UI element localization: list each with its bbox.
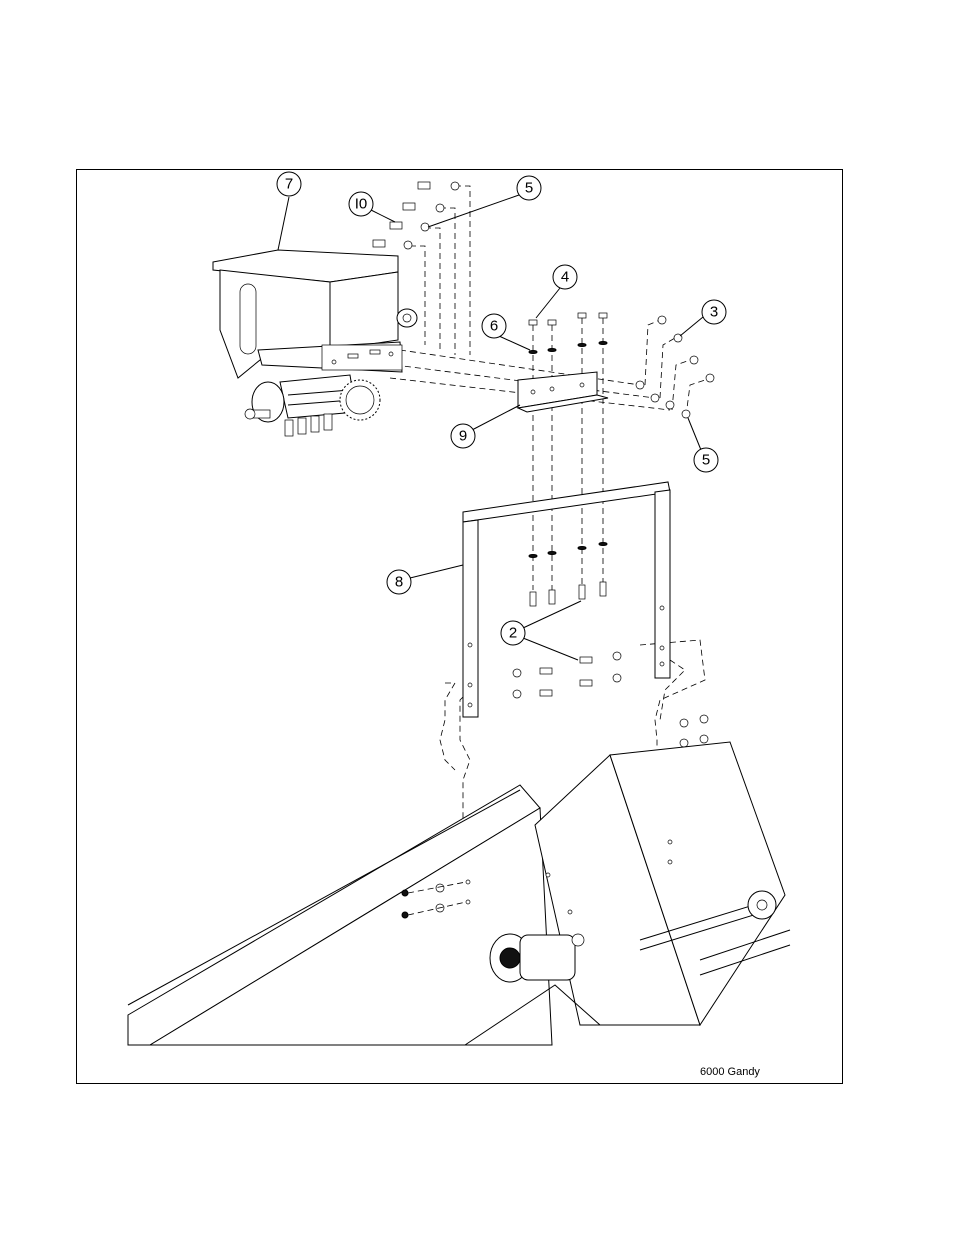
callout-7-label: 7 xyxy=(285,176,293,193)
callout-9: 9 xyxy=(451,405,520,448)
diagram-caption: 6000 Gandy xyxy=(700,1066,760,1078)
callout-2-label: 2 xyxy=(509,625,517,642)
callout-9-label: 9 xyxy=(459,428,467,445)
bolt xyxy=(403,203,444,212)
toolbar-assembly xyxy=(128,742,790,1045)
callout-6-label: 6 xyxy=(490,318,498,335)
angle-bracket xyxy=(518,372,608,412)
callout-8-label: 8 xyxy=(395,574,403,591)
callout-5-top: 5 xyxy=(428,176,541,227)
seed-hopper xyxy=(213,250,417,436)
bolt xyxy=(418,182,459,190)
callout-5-right-label: 5 xyxy=(702,452,710,469)
bolt xyxy=(390,222,429,231)
callout-2: 2 xyxy=(501,601,581,660)
mounting-frame xyxy=(463,482,670,717)
callout-5-right: 5 xyxy=(688,418,718,472)
bolt xyxy=(373,240,412,249)
callout-3-label: 3 xyxy=(710,304,718,321)
callout-10: I0 xyxy=(349,192,395,222)
callout-4: 4 xyxy=(536,265,577,318)
callout-8: 8 xyxy=(387,565,463,594)
callout-4-label: 4 xyxy=(561,269,569,286)
callout-6: 6 xyxy=(482,314,530,350)
top-hardware xyxy=(373,182,459,249)
callout-5-top-label: 5 xyxy=(525,180,533,197)
vertical-hardware xyxy=(529,313,607,606)
callout-10-label: I0 xyxy=(355,196,368,213)
callout-3: 3 xyxy=(680,300,726,336)
callout-7: 7 xyxy=(277,172,301,250)
